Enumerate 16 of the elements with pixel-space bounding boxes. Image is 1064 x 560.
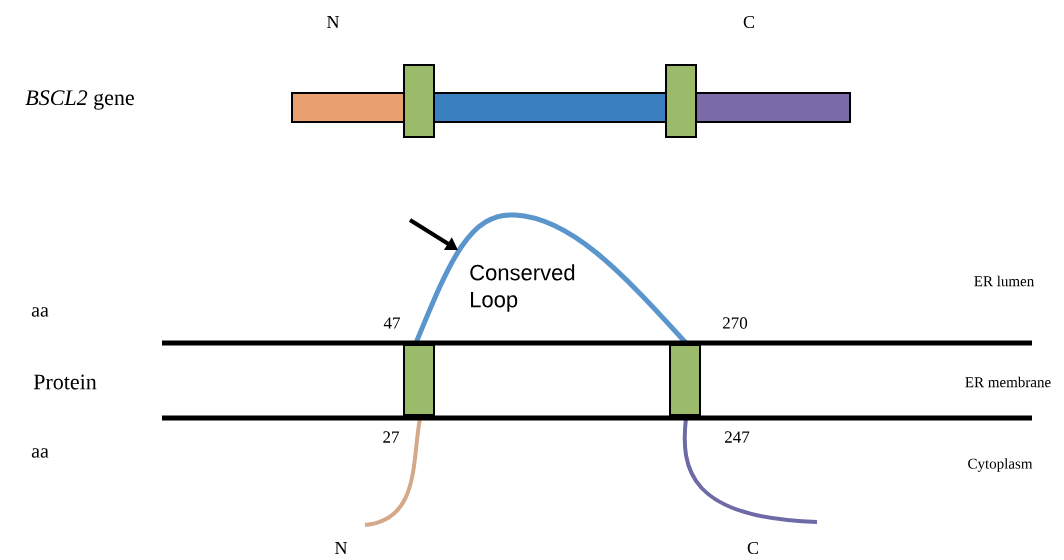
residue-number: 27 xyxy=(383,431,399,443)
compartment-label: ER lumen xyxy=(974,275,1034,287)
terminus-label: N xyxy=(327,16,340,28)
terminus-label: N xyxy=(335,542,348,554)
row-label: Protein xyxy=(33,374,97,390)
residue-number: 270 xyxy=(723,317,748,329)
loop-label: Conserved Loop xyxy=(470,264,575,312)
residue-number: 47 xyxy=(383,317,400,329)
compartment-label: Cytoplasm xyxy=(968,458,1033,472)
axis-label: aa xyxy=(31,307,49,317)
terminus-label: C xyxy=(743,15,754,29)
compartment-label: ER membrane xyxy=(965,376,1051,388)
terminus-label: C xyxy=(747,541,758,555)
axis-label: aa xyxy=(31,448,49,458)
residue-number: 247 xyxy=(725,431,750,443)
gene-label: BSCL2 gene xyxy=(25,90,134,110)
